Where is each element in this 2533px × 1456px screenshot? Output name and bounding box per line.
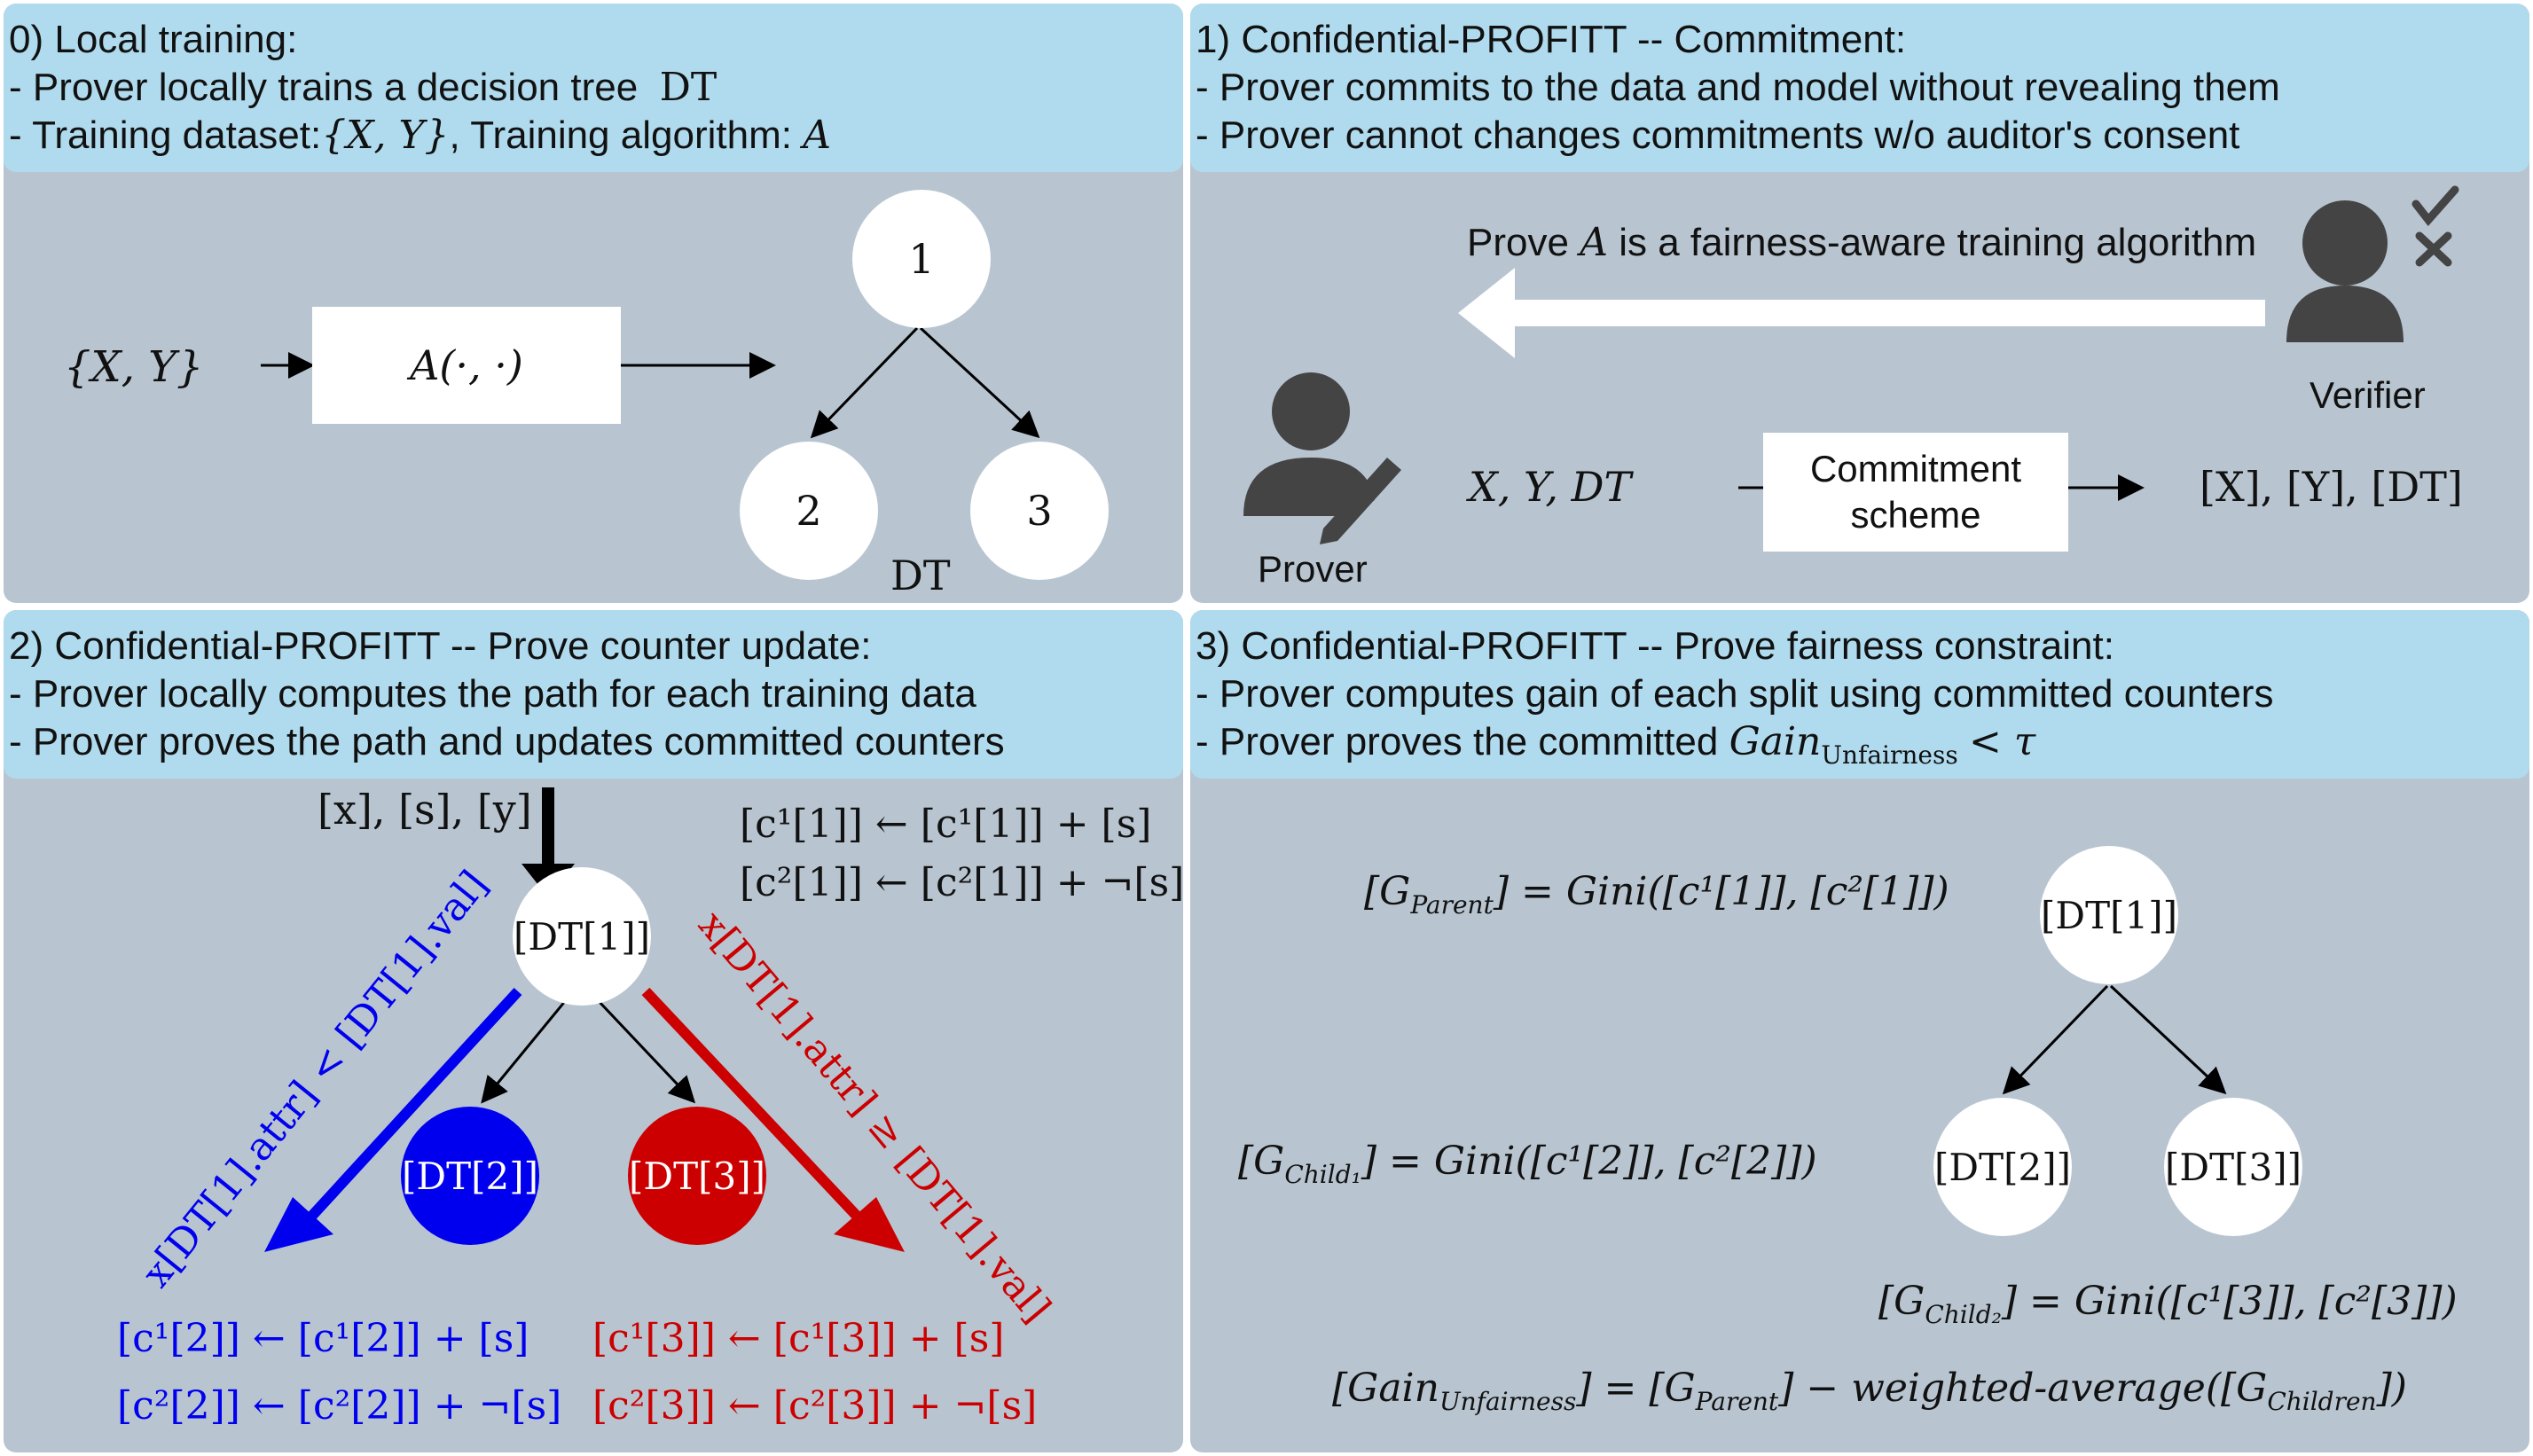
- p3-root-node: [DT[1]]: [2040, 846, 2178, 984]
- panel2-title: 2) Confidential-PROFITT -- Prove counter…: [9, 624, 872, 668]
- left-child-node: [DT[2]]: [401, 1107, 539, 1245]
- panel0-input: {X, Y}: [64, 342, 204, 392]
- panel1-arrows: [1243, 185, 2459, 544]
- prove-statement: Prove A is a fairness-aware training alg…: [1467, 220, 2257, 265]
- panel3-banner: 3) Confidential-PROFITT -- Prove fairnes…: [1190, 610, 2529, 779]
- panel0-arrows: [261, 326, 1040, 439]
- commitment-scheme-box: Commitment scheme: [1763, 433, 2068, 552]
- tree-node-1: 1: [852, 190, 991, 328]
- g-child2-eq: [GChild₂] = Gini([c¹[3]], [c²[3]]): [1878, 1279, 2458, 1329]
- commit-output: [X], [Y], [DT]: [2200, 463, 2463, 511]
- right-update-2: [c²[3]] ← [c²[3]] + ¬[s]: [592, 1383, 1038, 1429]
- root-update-1: [c¹[1]] ← [c¹[1]] + [s]: [740, 802, 1152, 847]
- panel3-line1: - Prover computes gain of each split usi…: [1196, 672, 2274, 716]
- prover-label: Prover: [1258, 548, 1368, 590]
- panel2-input: [x], [s], [y]: [318, 786, 532, 834]
- left-update-1: [c¹[2]] ← [c¹[2]] + [s]: [117, 1316, 529, 1361]
- panel1-line1: - Prover commits to the data and model w…: [1196, 66, 2280, 109]
- panel1-title: 1) Confidential-PROFITT -- Commitment:: [1196, 18, 1907, 61]
- prover-icon: [1243, 372, 1401, 544]
- g-parent-eq: [GParent] = Gini([c¹[1]], [c²[1]]): [1364, 869, 1949, 920]
- verifier-label: Verifier: [2310, 374, 2426, 416]
- panel1-line2: - Prover cannot changes commitments w/o …: [1196, 114, 2240, 157]
- panel2-line2: - Prover proves the path and updates com…: [9, 720, 1005, 763]
- root-update-2: [c²[1]] ← [c²[1]] + ¬[s]: [740, 860, 1183, 905]
- verifier-icon: [2286, 185, 2459, 342]
- panel-commitment: 1) Confidential-PROFITT -- Commitment: -…: [1190, 4, 2529, 603]
- tree-label: DT: [890, 552, 951, 599]
- tree-node-2: 2: [740, 442, 878, 580]
- panel0-title: 0) Local training:: [9, 18, 298, 61]
- commit-input: X, Y, DT: [1469, 463, 1632, 511]
- g-child1-eq: [GChild₁] = Gini([c¹[2]], [c²[2]]): [1238, 1139, 1817, 1189]
- panel-counter-update: 2) Confidential-PROFITT -- Prove counter…: [4, 610, 1183, 1452]
- algorithm-box: A(·, ·): [312, 307, 621, 424]
- panel0-line2: - Training dataset:{X, Y}, Training algo…: [9, 113, 831, 158]
- p3-right-node: [DT[3]]: [2164, 1098, 2302, 1236]
- panel-local-training: 0) Local training: - Prover locally trai…: [4, 4, 1183, 603]
- panel2-line1: - Prover locally computes the path for e…: [9, 672, 976, 716]
- right-update-1: [c¹[3]] ← [c¹[3]] + [s]: [592, 1316, 1005, 1361]
- tree-node-3: 3: [970, 442, 1109, 580]
- p3-left-node: [DT[2]]: [1933, 1098, 2072, 1236]
- panel3-line2: - Prover proves the committed GainUnfair…: [1196, 719, 2036, 770]
- panel-fairness-constraint: 3) Confidential-PROFITT -- Prove fairnes…: [1190, 610, 2529, 1452]
- panel0-banner: 0) Local training: - Prover locally trai…: [4, 4, 1183, 172]
- right-child-node: [DT[3]]: [628, 1107, 766, 1245]
- panel3-title: 3) Confidential-PROFITT -- Prove fairnes…: [1196, 624, 2114, 668]
- panel2-arrows: [264, 787, 905, 1252]
- panel3-arrows: [2002, 984, 2227, 1095]
- gain-eq: [GainUnfairness] = [GParent] − weighted-…: [1332, 1366, 2407, 1416]
- panel0-line1: - Prover locally trains a decision tree …: [9, 65, 718, 110]
- left-update-2: [c²[2]] ← [c²[2]] + ¬[s]: [117, 1383, 562, 1429]
- panel1-banner: 1) Confidential-PROFITT -- Commitment: -…: [1190, 4, 2529, 172]
- panel2-banner: 2) Confidential-PROFITT -- Prove counter…: [4, 610, 1183, 779]
- root-node: [DT[1]]: [513, 867, 651, 1006]
